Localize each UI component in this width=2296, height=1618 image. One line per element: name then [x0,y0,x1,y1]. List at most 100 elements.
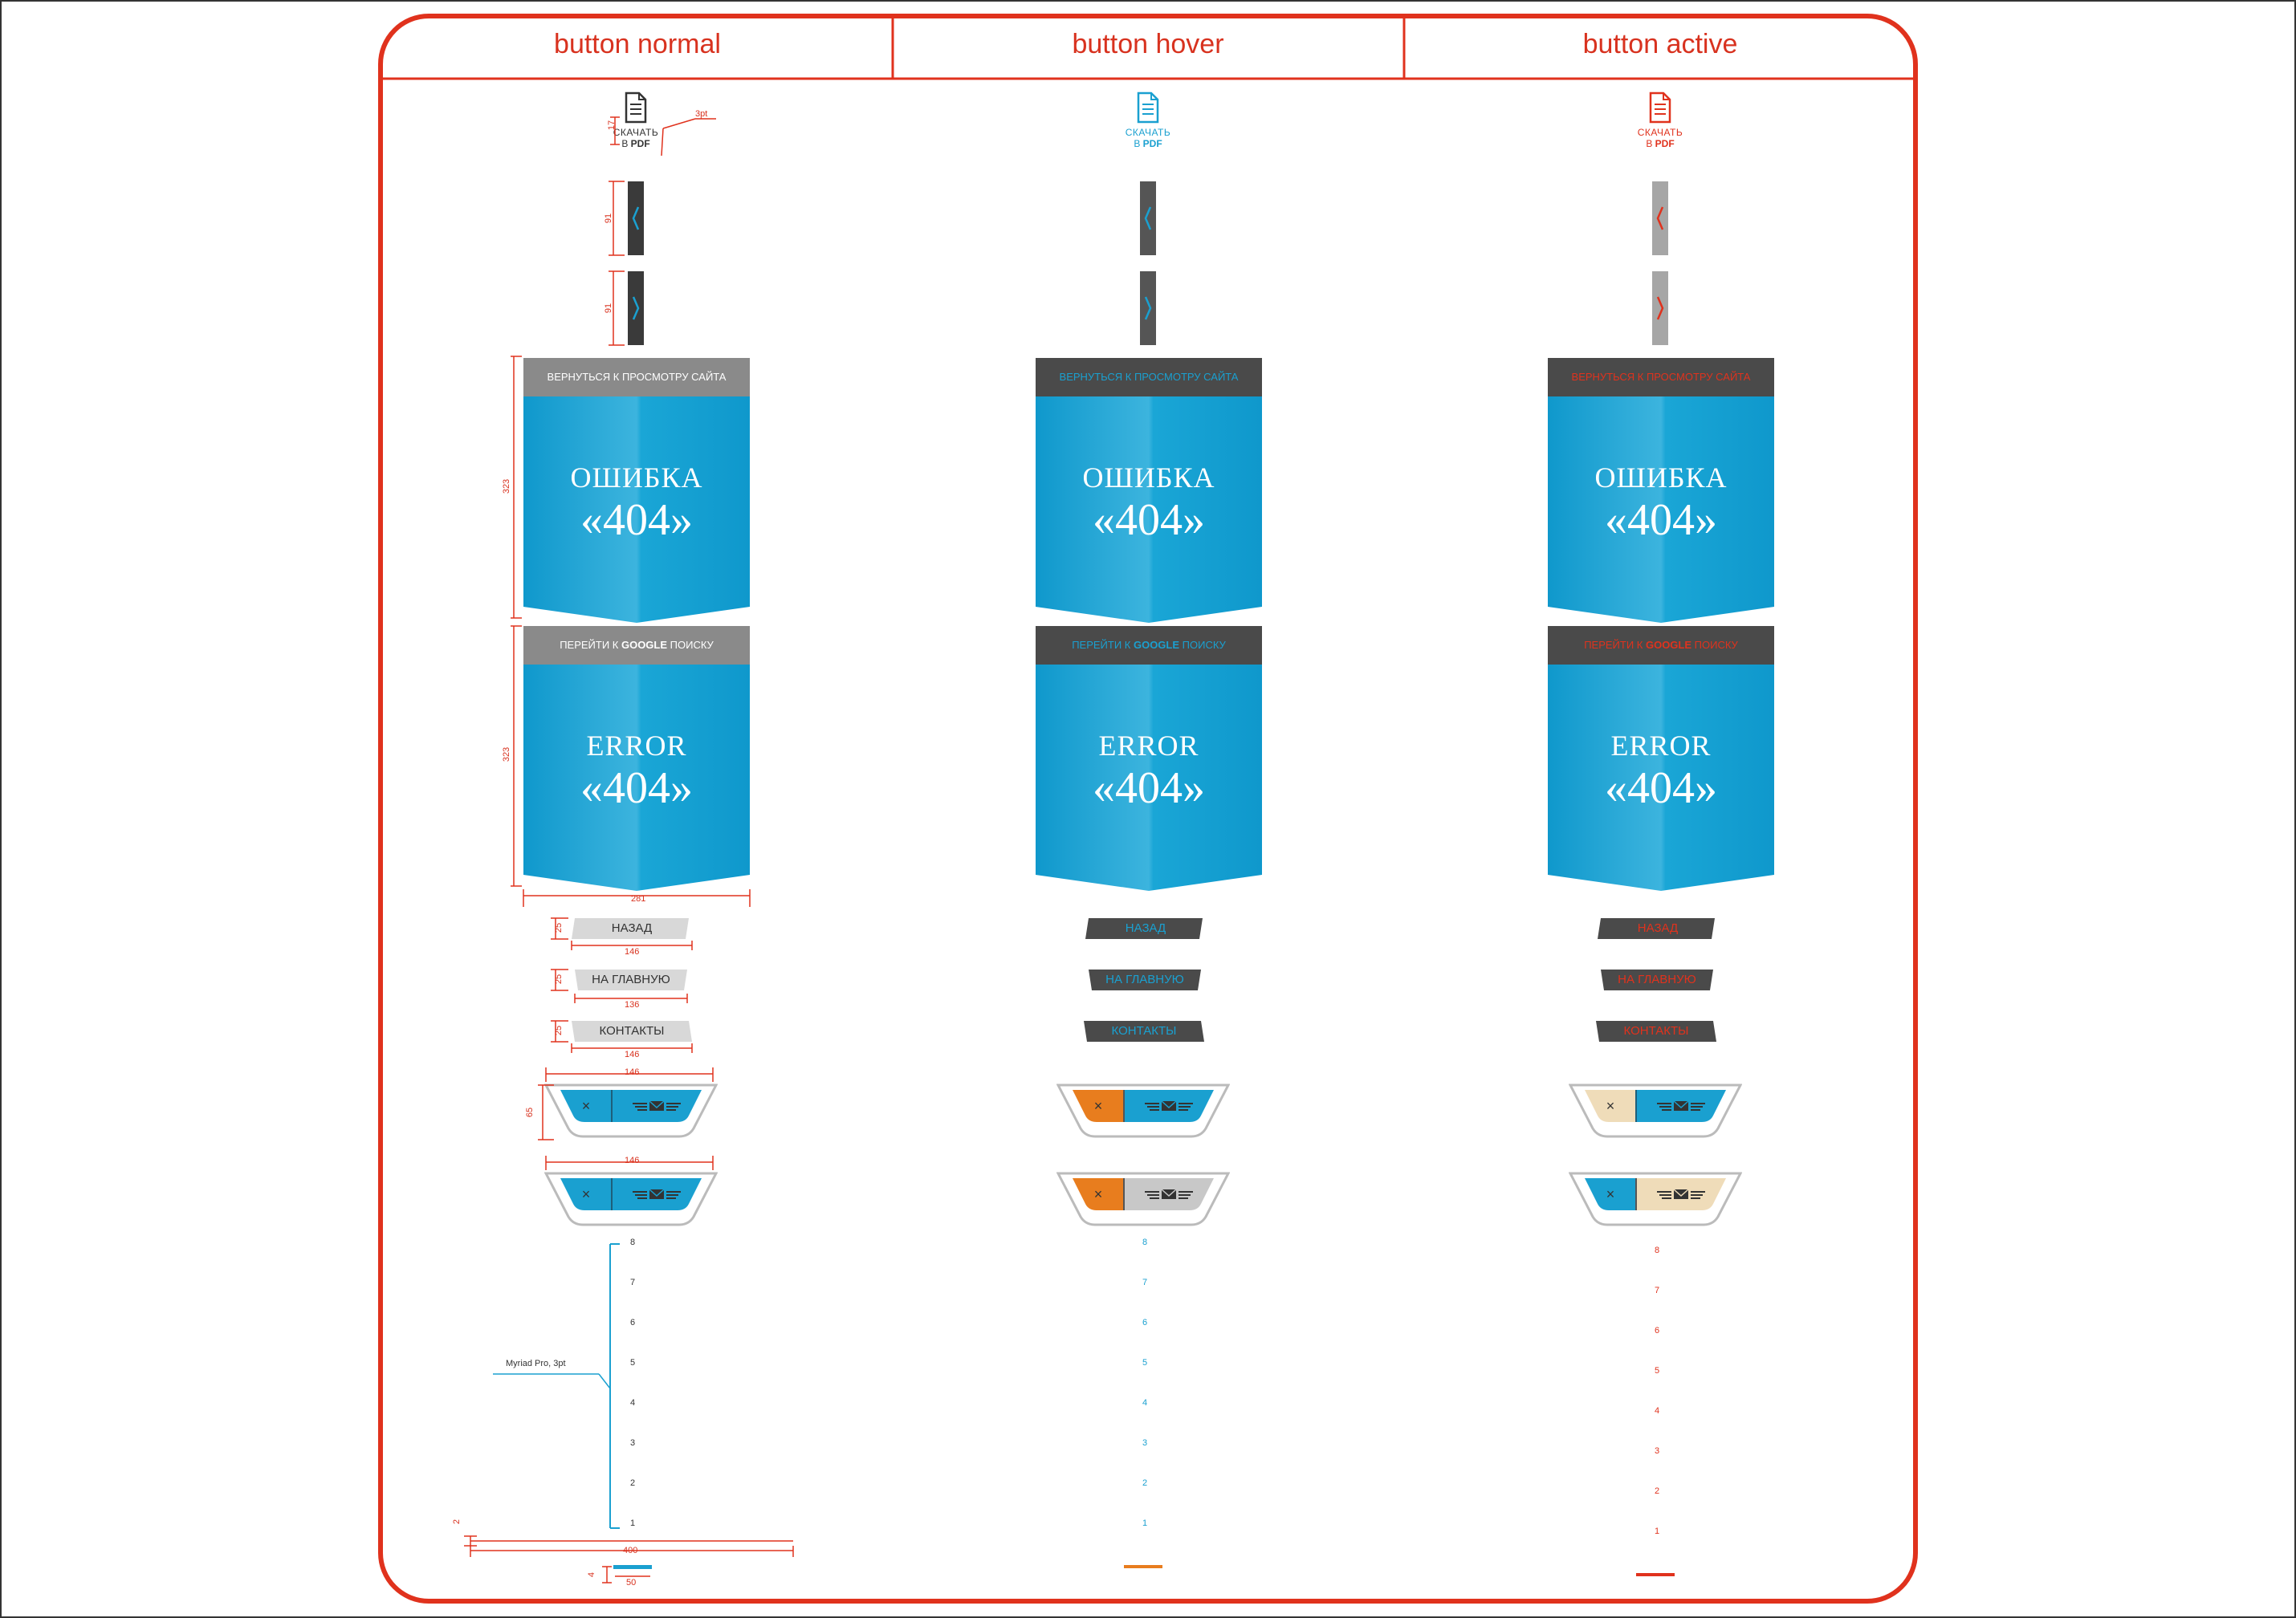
error-title: ERROR [586,730,687,762]
error-banner [1036,665,1262,891]
error-title: ERROR [1610,730,1712,762]
nav-home-button-hover[interactable]: НА ГЛАВНУЮ [1105,973,1184,986]
close-button[interactable] [1073,1178,1124,1210]
nav-height-label: 25 [554,1025,564,1036]
pdf-label-line1: СКАЧАТЬ [613,127,659,138]
slider-prev-button-normal[interactable] [628,181,644,255]
error-card-ru-active: ВЕРНУТЬСЯ К ПРОСМОТРУ САЙТА ОШИБКА «404» [1548,358,1774,623]
pager-tick[interactable]: 7 [1142,1278,1148,1287]
error-title: ERROR [1098,730,1199,762]
pager-tick[interactable]: 5 [1654,1366,1660,1376]
pdf-label-line1: СКАЧАТЬ [1637,127,1683,138]
column-header-active: button active [1582,29,1738,59]
error-code: «404» [1605,495,1717,545]
error-code: «404» [1093,763,1205,813]
pager-tick[interactable]: 4 [1142,1398,1148,1408]
column-header-hover: button hover [1072,29,1224,59]
pdf-download-button-normal[interactable]: СКАЧАТЬ В PDF [580,91,692,149]
google-search-button[interactable]: ПЕРЕЙТИ К GOOGLE ПОИСКУ [1036,626,1262,665]
pager-tick[interactable]: 8 [1654,1246,1660,1255]
slider-prev-button-hover[interactable] [1140,181,1156,255]
pager-tick[interactable]: 6 [1142,1318,1148,1327]
pdf-label-line2: В PDF [1646,138,1675,149]
pager-tick[interactable]: 6 [1654,1326,1660,1335]
pager-tick[interactable]: 2 [629,1478,636,1488]
error-banner [1548,396,1774,623]
error-card-ru-normal: ВЕРНУТЬСЯ К ПРОСМОТРУ САЙТА ОШИБКА «404» [523,358,750,623]
close-button[interactable] [1585,1178,1636,1210]
feedback-widget-normal-1: × [544,1083,718,1138]
error-card-en-active: ПЕРЕЙТИ К GOOGLE ПОИСКУ ERROR «404» [1548,626,1774,891]
back-to-site-button[interactable]: ВЕРНУТЬСЯ К ПРОСМОТРУ САЙТА [523,358,750,396]
pager-tick[interactable]: 6 [629,1318,636,1327]
nav-contacts-button-normal[interactable]: КОНТАКТЫ [599,1024,665,1038]
close-button[interactable] [560,1090,612,1122]
pager-tick[interactable]: 1 [1654,1527,1660,1536]
winged-mail-icon [1657,1100,1705,1111]
slider-next-button-hover[interactable] [1140,271,1156,345]
winged-mail-icon [633,1100,681,1111]
close-button[interactable] [1585,1090,1636,1122]
nav-height-label: 25 [554,922,564,933]
pager-tick[interactable]: 8 [1142,1238,1148,1247]
nav-contacts-button-active[interactable]: КОНТАКТЫ [1623,1024,1689,1038]
slider-prev-button-active[interactable] [1652,181,1668,255]
nav-home-bg-normal [575,970,687,990]
nav-back-button-normal[interactable]: НАЗАД [611,921,653,935]
pager-tick[interactable]: 7 [629,1278,636,1287]
pager-tick[interactable]: 3 [1142,1438,1148,1448]
error-card-en-normal: ПЕРЕЙТИ К GOOGLE ПОИСКУ ERROR «404» [523,626,750,891]
pager-tick[interactable]: 1 [1142,1518,1148,1528]
pager-tick[interactable]: 3 [629,1438,636,1448]
pdf-dimension-lines [610,116,716,157]
card-width-label: 281 [631,894,646,904]
nav-back-button-hover[interactable]: НАЗАД [1125,921,1166,935]
pager-tick[interactable]: 7 [1654,1286,1660,1295]
slider-next-button-active[interactable] [1652,271,1668,345]
back-to-site-button[interactable]: ВЕРНУТЬСЯ К ПРОСМОТРУ САЙТА [1036,358,1262,396]
nav-back-button-active[interactable]: НАЗАД [1637,921,1679,935]
close-button[interactable] [1073,1090,1124,1122]
nav-home-button-active[interactable]: НА ГЛАВНУЮ [1618,973,1696,986]
error-banner [1548,665,1774,891]
close-button[interactable] [560,1178,612,1210]
pager-tick[interactable]: 5 [1142,1358,1148,1368]
feedback-widget-active-2: × [1569,1172,1742,1226]
back-to-site-button[interactable]: ВЕРНУТЬСЯ К ПРОСМОТРУ САЙТА [1548,358,1774,396]
pager-tick[interactable]: 5 [629,1358,636,1368]
pager-tick[interactable]: 8 [629,1238,636,1247]
document-icon [625,91,647,124]
chevron-right-icon [1144,296,1152,320]
pdf-download-button-active[interactable]: СКАЧАТЬ В PDF [1604,91,1716,149]
nav-home-bg-active [1601,970,1713,990]
feedback-widget-hover-2: × [1056,1172,1230,1226]
error-title: ОШИБКА [570,461,703,494]
chevron-left-icon [1656,206,1664,230]
nav-home-bg-hover [1089,970,1201,990]
pager-tick[interactable]: 1 [629,1518,636,1528]
pill-width-label: 146 [625,1067,640,1077]
pager-marker-normal [613,1565,652,1569]
error-code: «404» [580,763,693,813]
pager-tick[interactable]: 3 [1654,1446,1660,1456]
chevron-right-icon [1656,296,1664,320]
pager-tick[interactable]: 2 [1142,1478,1148,1488]
pdf-height-label: 17 [607,120,617,131]
nav-contacts-button-hover[interactable]: КОНТАКТЫ [1111,1024,1177,1038]
nav-home-button-normal[interactable]: НА ГЛАВНУЮ [592,973,670,986]
arrow-height-label: 91 [604,213,614,224]
close-icon: × [582,1098,591,1114]
pdf-download-button-hover[interactable]: СКАЧАТЬ В PDF [1092,91,1204,149]
google-search-button[interactable]: ПЕРЕЙТИ К GOOGLE ПОИСКУ [1548,626,1774,665]
slider-next-button-normal[interactable] [628,271,644,345]
pill-height-label: 65 [525,1107,535,1118]
pager-tick[interactable]: 4 [629,1398,636,1408]
font-note-label: Myriad Pro, 3pt [506,1359,566,1368]
google-search-button[interactable]: ПЕРЕЙТИ К GOOGLE ПОИСКУ [523,626,750,665]
pager-tick[interactable]: 4 [1654,1406,1660,1416]
winged-mail-icon [633,1189,681,1199]
close-icon: × [1606,1098,1615,1114]
nav-back-bg-hover [1085,918,1203,939]
pager-tick[interactable]: 2 [1654,1486,1660,1496]
